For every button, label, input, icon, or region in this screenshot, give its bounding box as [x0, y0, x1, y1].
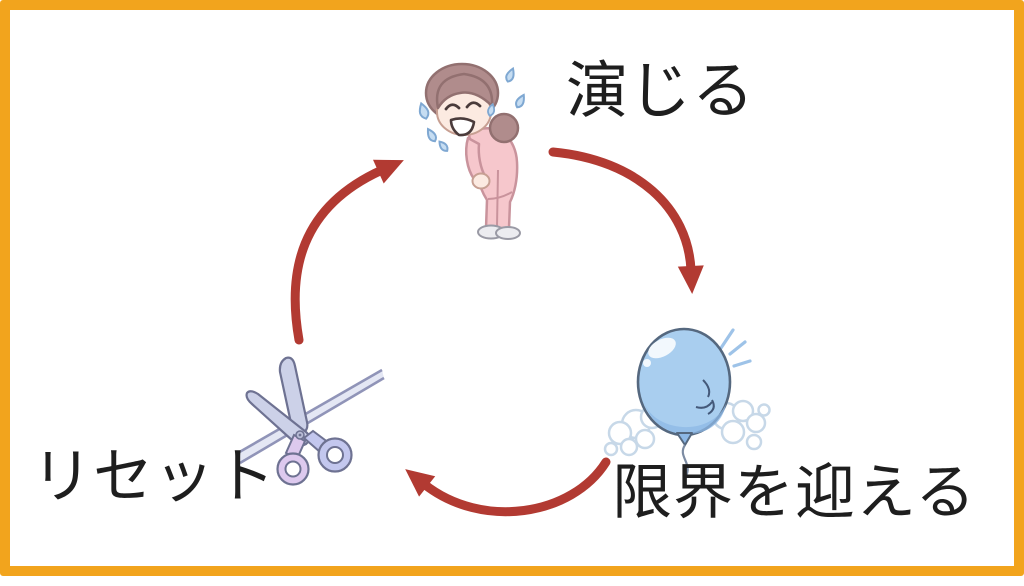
scissors-cutting-string-illustration — [234, 342, 386, 494]
arrow-reset-to-act — [290, 159, 404, 345]
stage-reset-label: リセット — [32, 442, 276, 512]
bursting-balloon-illustration — [602, 320, 778, 486]
arrow-limit-to-reset — [405, 457, 611, 517]
stage-act-label: 演じる — [566, 54, 756, 127]
cycle-diagram: 演じる 限界を迎える リセット — [10, 10, 1024, 586]
bowing-crying-person-illustration — [412, 48, 562, 246]
arrow-act-to-limit — [548, 147, 704, 294]
stage-limit-label: 限界を迎える — [612, 458, 977, 528]
